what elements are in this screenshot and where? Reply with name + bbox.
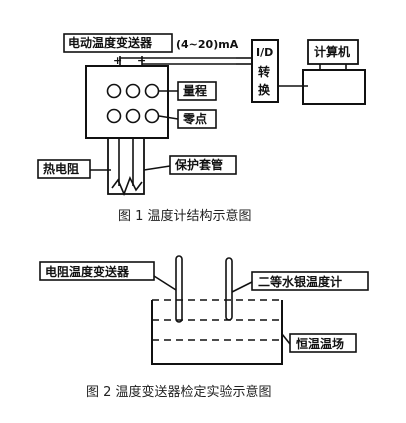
sheath-leader bbox=[143, 165, 171, 171]
transmitter-label-2: 电阻温度变送器 bbox=[45, 264, 130, 279]
bath-label: 恒温温场 bbox=[296, 336, 344, 351]
knob-4 bbox=[106, 108, 122, 124]
figure-2-caption: 图 2 温度变送器检定实验示意图 bbox=[86, 384, 272, 400]
range-label: 量程 bbox=[183, 83, 207, 98]
thermometer-leader bbox=[231, 281, 253, 293]
sheath-label-box bbox=[169, 155, 237, 175]
transmitter-body bbox=[85, 65, 169, 139]
sheath-tube bbox=[107, 137, 145, 195]
figure-1 bbox=[37, 33, 366, 197]
knob-3 bbox=[144, 83, 160, 99]
computer-label: 计算机 bbox=[314, 44, 350, 59]
current-label: (4~20)mA bbox=[176, 38, 239, 51]
transmitter-probe bbox=[175, 255, 183, 323]
zero-leader bbox=[158, 115, 179, 120]
thermistor-label: 热电阻 bbox=[43, 161, 79, 176]
knob-5 bbox=[125, 108, 141, 124]
thermistor-label-box bbox=[37, 159, 91, 179]
thermometer-label-box bbox=[251, 271, 369, 291]
bath-leader bbox=[281, 333, 291, 345]
transmitter-label-box-2 bbox=[39, 261, 155, 281]
signal-wire-top bbox=[119, 57, 236, 60]
zero-label: 零点 bbox=[182, 111, 207, 126]
converter-label-bot: 换 bbox=[258, 82, 271, 97]
transmitter-leader bbox=[153, 275, 177, 291]
computer-label-box bbox=[307, 39, 359, 65]
knob-2 bbox=[125, 83, 141, 99]
knob-6 bbox=[144, 108, 160, 124]
transmitter-label: 电动温度变送器 bbox=[68, 35, 153, 50]
mercury-thermometer bbox=[225, 257, 233, 321]
converter-label-mid: 转 bbox=[258, 64, 270, 79]
computer-base bbox=[302, 69, 366, 105]
knob-1 bbox=[106, 83, 122, 99]
thermometer-label: 二等水银温度计 bbox=[258, 274, 342, 289]
figure-1-caption: 图 1 温度计结构示意图 bbox=[118, 208, 252, 224]
minus-sign: − bbox=[137, 54, 146, 67]
converter-box bbox=[251, 39, 279, 103]
resistor-element bbox=[111, 176, 143, 197]
figure-2 bbox=[39, 255, 369, 365]
bath-container bbox=[151, 300, 283, 365]
transmitter-label-box bbox=[63, 33, 173, 53]
converter-label-top: I/D bbox=[256, 46, 273, 59]
plus-sign: + bbox=[113, 54, 122, 67]
sheath-label: 保护套管 bbox=[174, 157, 223, 172]
